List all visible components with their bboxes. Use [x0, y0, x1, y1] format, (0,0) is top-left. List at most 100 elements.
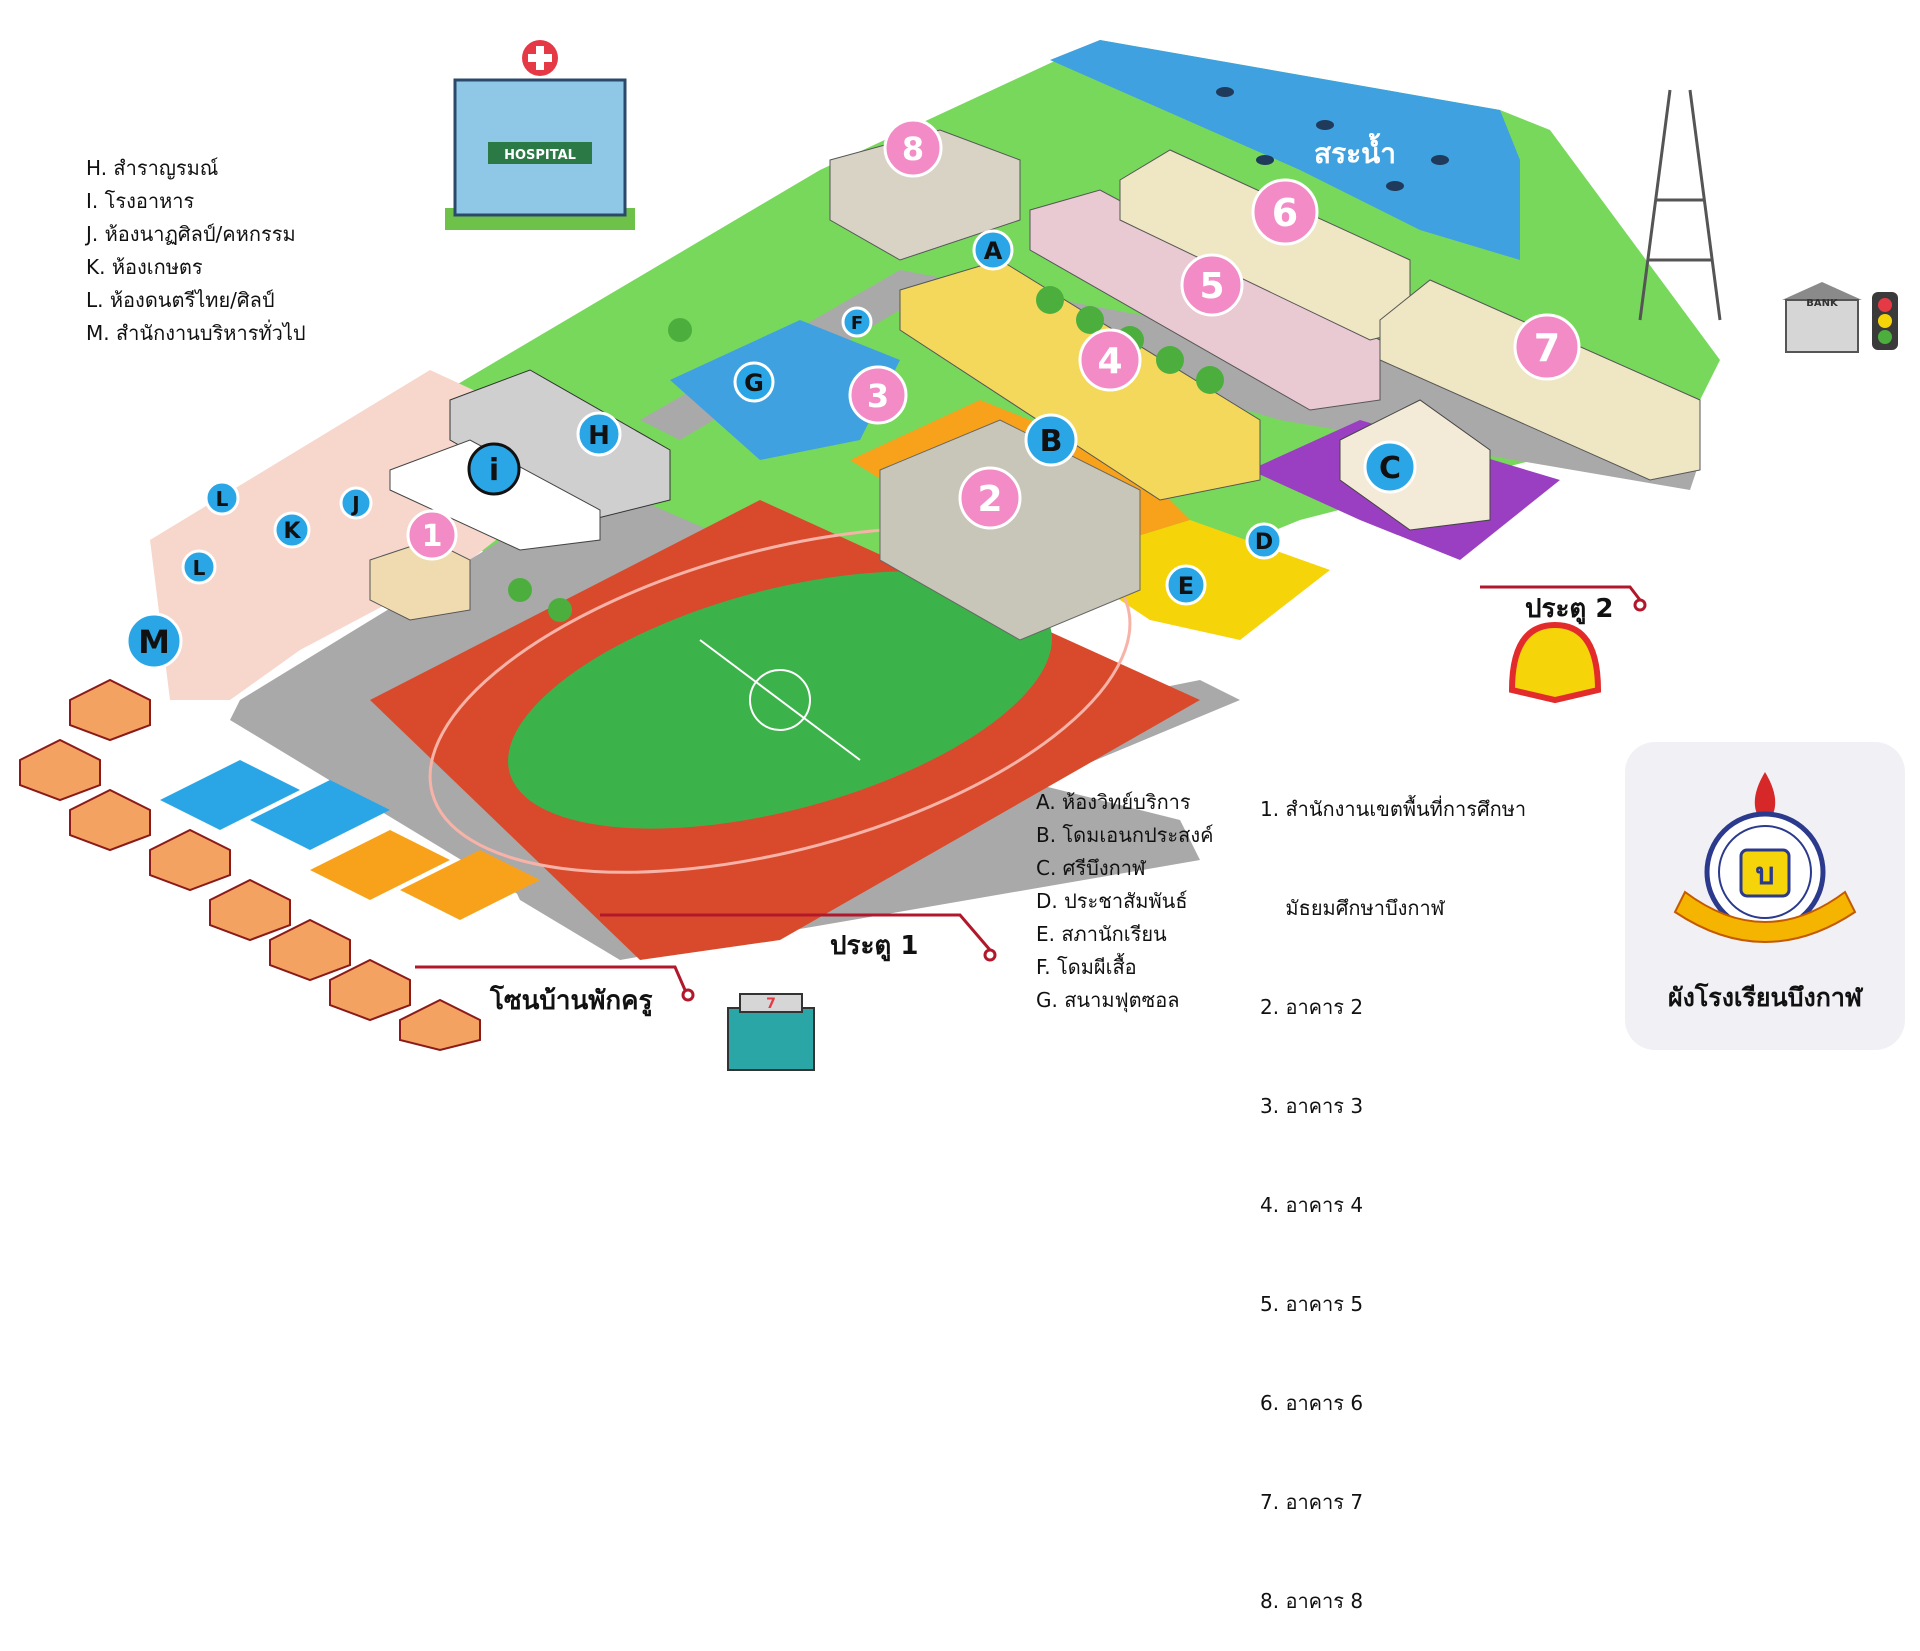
traffic-light-green [1878, 330, 1892, 344]
guide-lines [415, 585, 1647, 1002]
tree [548, 598, 572, 622]
marker-g: G [733, 361, 775, 403]
svg-text:7: 7 [1534, 326, 1560, 370]
traffic-light-red [1878, 298, 1892, 312]
svg-text:3: 3 [867, 377, 889, 415]
legend-item-1-cont: มัธยมศึกษาบึงกาฬ [1260, 896, 1445, 920]
svg-text:M: M [138, 623, 170, 661]
svg-text:1: 1 [422, 519, 443, 554]
teacher-housing-label: โซนบ้านพักครู [490, 986, 653, 1016]
svg-text:5: 5 [1199, 266, 1224, 307]
trees [508, 286, 1224, 622]
legend-item-k: K. ห้องเกษตร [86, 255, 203, 279]
marker-c: C [1363, 440, 1417, 494]
legend-item-j: J. ห้องนาฏศิลป์/คหกรรม [86, 222, 296, 246]
marker-4: 4 [1078, 328, 1142, 392]
gate1-line [600, 913, 992, 951]
legend-item-5: 5. อาคาร 5 [1260, 1292, 1364, 1316]
housing-line-end [681, 988, 695, 1002]
marker-7: 7 [1513, 313, 1581, 381]
marker-h: H [576, 411, 622, 457]
teacher-house [399, 998, 481, 1052]
futsal-area [670, 320, 900, 460]
marker-i: i [467, 442, 521, 496]
radio-tower-icon [1638, 89, 1722, 321]
legend-item-l: L. ห้องดนตรีไทย/ศิลป์ [86, 288, 275, 312]
legend-buildings-h-m: H. สำราญรมณ์ I. โรงอาหาร J. ห้องนาฏศิลป์… [86, 152, 306, 350]
basketball-court [310, 830, 450, 900]
fish-icon [1386, 181, 1404, 191]
letter-markers: A B C D E F G H i J K L L M [125, 229, 1417, 670]
marker-b: B [1024, 413, 1078, 467]
marker-a: A [972, 229, 1014, 271]
marker-m: M [125, 612, 183, 670]
traffic-light-yellow [1878, 314, 1892, 328]
tower-leg [1638, 89, 1672, 321]
svg-text:A: A [984, 237, 1003, 265]
legend-item-8: 8. อาคาร 8 [1260, 1589, 1364, 1613]
teacher-house [149, 828, 231, 892]
svg-text:H: H [588, 421, 610, 451]
running-track [428, 526, 1132, 874]
legend-item-4: 4. อาคาร 4 [1260, 1193, 1364, 1217]
pond-area [1050, 40, 1520, 260]
teacher-houses [19, 678, 481, 1052]
svg-text:G: G [744, 369, 764, 397]
hospital-sign: HOSPITAL [504, 148, 576, 163]
marker-8: 8 [883, 118, 943, 178]
bank-icon: BANK [1782, 282, 1862, 353]
gate1-line-end [983, 948, 997, 962]
gas-station-icon [1508, 621, 1602, 704]
legend-item-d: D. ประชาสัมพันธ์ [1036, 889, 1188, 913]
legend-item-i: I. โรงอาหาร [86, 189, 195, 213]
svg-text:C: C [1379, 451, 1401, 486]
legend-item-g: G. สนามฟุตซอล [1036, 988, 1180, 1012]
marker-d: D [1245, 522, 1283, 560]
hospital-sign-box [488, 142, 592, 164]
store-top [739, 993, 803, 1013]
marker-f: F [841, 306, 873, 338]
marker-e: E [1165, 564, 1207, 606]
marker-2: 2 [958, 466, 1022, 530]
hospital-icon: HOSPITAL [445, 40, 635, 230]
number-markers: 1 2 3 4 5 6 7 8 [406, 118, 1581, 561]
svg-text:L: L [193, 556, 206, 580]
gate2-line-end [1633, 598, 1647, 612]
tree [1156, 346, 1184, 374]
school-emblem: บ [1673, 772, 1857, 943]
emblem-letter: บ [1755, 857, 1774, 892]
fish-icon [1316, 120, 1334, 130]
teacher-house [69, 678, 151, 742]
emblem-shield [1739, 848, 1791, 898]
legend-item-1: 1. สำนักงานเขตพื้นที่การศึกษา [1260, 797, 1527, 821]
svg-text:L: L [216, 487, 229, 511]
legend-item-6: 6. อาคาร 6 [1260, 1391, 1364, 1415]
svg-text:E: E [1178, 572, 1194, 600]
tree [1076, 306, 1104, 334]
basketball-court [400, 850, 540, 920]
fish-icon [1216, 87, 1234, 97]
store-body [727, 1007, 815, 1071]
svg-text:J: J [350, 492, 359, 516]
marker-3: 3 [848, 365, 908, 425]
teacher-house [269, 918, 351, 982]
gate2-line [1480, 585, 1642, 601]
svg-text:K: K [283, 519, 301, 544]
legend-item-b: B. โดมเอนกประสงค์ [1036, 823, 1214, 847]
bank-sign: BANK [1806, 298, 1839, 309]
teacher-house [209, 878, 291, 942]
marker-5: 5 [1180, 253, 1244, 317]
svg-text:6: 6 [1272, 191, 1298, 235]
legend-item-m: M. สำนักงานบริหารทั่วไป [86, 321, 306, 345]
fish-icon [1431, 155, 1449, 165]
traffic-light-icon [1872, 292, 1898, 350]
legend-item-c: C. ศรีบึงกาฬ [1036, 856, 1146, 880]
svg-text:4: 4 [1097, 341, 1122, 382]
shell-logo [1508, 621, 1602, 704]
marker-1: 1 [406, 509, 458, 561]
svg-text:i: i [489, 453, 499, 488]
building-2 [879, 419, 1141, 641]
pond-fish [1216, 87, 1449, 191]
legend-item-3: 3. อาคาร 3 [1260, 1094, 1364, 1118]
bank-body [1785, 299, 1859, 353]
